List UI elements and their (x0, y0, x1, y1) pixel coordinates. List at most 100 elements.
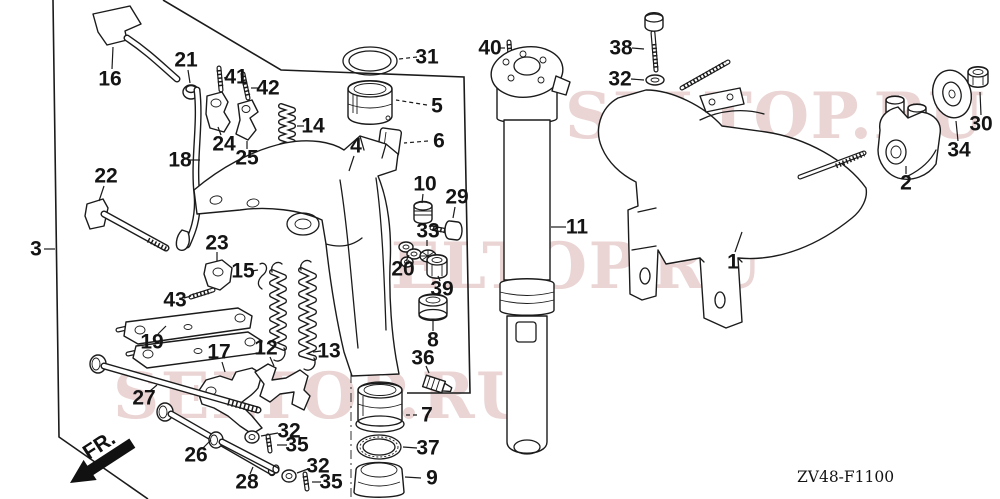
leader-line-29 (452, 206, 456, 219)
part-25-drawing (235, 99, 259, 141)
part-2-block-drawing (877, 95, 941, 180)
front-arrow-icon (70, 438, 136, 483)
part-42-drawing (240, 71, 251, 101)
leader-line-38 (631, 47, 645, 50)
leader-line-37 (402, 446, 418, 449)
part-label-39: 39 (430, 278, 453, 301)
part-13-springs-drawing (269, 259, 317, 371)
part-label-26: 26 (184, 444, 207, 467)
part-5-bushing-drawing (347, 80, 393, 125)
leader-line-24 (217, 126, 222, 136)
leader-line-13 (312, 350, 322, 353)
leader-line-12 (269, 356, 275, 367)
part-label-33: 33 (416, 220, 439, 243)
leader-line-16 (111, 46, 114, 70)
leader-line-32 (260, 432, 279, 437)
part-32-washer-a-drawing (244, 430, 260, 444)
part-label-34: 34 (947, 139, 971, 162)
leader-line-5 (395, 99, 428, 106)
part-label-35: 35 (319, 471, 343, 494)
part-30-nut-drawing (967, 66, 989, 88)
leader-line-41 (223, 76, 229, 79)
part-label-28: 28 (235, 471, 259, 494)
part-27-bolt-drawing (89, 354, 262, 414)
leader-line-10 (421, 193, 424, 204)
part-4-swivel-case-drawing (193, 135, 400, 377)
part-35-pin-b-drawing (302, 471, 310, 492)
part-8-bushing-drawing (418, 293, 448, 322)
watermark-text: SELTOP.RU (113, 359, 533, 434)
part-label-18: 18 (168, 149, 192, 172)
part-label-23: 23 (205, 232, 228, 255)
part-label-32: 32 (277, 420, 300, 443)
part-label-35: 35 (285, 434, 309, 457)
part-label-7: 7 (421, 404, 433, 427)
part-38-bolt-drawing (644, 12, 664, 73)
part-11-tube-drawing (490, 46, 571, 455)
part-label-25: 25 (235, 147, 259, 170)
leader-line-30 (979, 91, 982, 116)
part-label-43: 43 (163, 289, 186, 312)
leader-line-43 (183, 295, 192, 299)
part-label-40: 40 (478, 37, 501, 60)
part-label-6: 6 (433, 130, 445, 153)
leader-line-39 (437, 275, 441, 282)
part-label-10: 10 (413, 173, 436, 196)
part-label-19: 19 (140, 331, 163, 354)
leader-line-9 (404, 476, 422, 479)
part-label-21: 21 (174, 49, 198, 72)
leader-line-28 (249, 466, 254, 475)
part-label-38: 38 (609, 37, 633, 60)
part-16-drawing (92, 5, 181, 83)
part-label-17: 17 (207, 341, 230, 364)
part-label-36: 36 (411, 347, 434, 370)
part-31-oring-drawing (342, 46, 398, 76)
part-36-fitting-drawing (421, 374, 453, 394)
leader-line-4 (348, 155, 355, 172)
leader-line-31 (398, 56, 418, 60)
part-15-clip-drawing (257, 262, 268, 290)
leader-line-15 (251, 269, 259, 272)
part-label-11: 11 (566, 216, 589, 239)
part-12-bracket-drawing (254, 363, 311, 411)
part-label-4: 4 (350, 135, 362, 158)
part-19-linkage-drawing (115, 307, 263, 369)
part-label-3: 3 (30, 238, 42, 261)
part-7-bushing-drawing (355, 381, 405, 433)
part-label-31: 31 (415, 46, 439, 69)
part-37-ring-drawing (356, 434, 402, 460)
leader-line-17 (221, 361, 226, 373)
part-label-5: 5 (431, 95, 443, 118)
part-label-9: 9 (426, 467, 438, 490)
part-label-8: 8 (427, 329, 439, 352)
part-label-37: 37 (416, 437, 439, 460)
part-9-seal-drawing (353, 461, 405, 498)
part-label-20: 20 (391, 258, 414, 281)
leader-line-20 (405, 254, 410, 262)
part-label-2: 2 (900, 172, 912, 195)
part-32-washer-c-drawing (645, 74, 665, 86)
part-43-pin-drawing (188, 287, 216, 300)
part-10-drawing (413, 200, 433, 225)
leader-line-21 (187, 69, 191, 84)
part-24-drawing (205, 91, 231, 133)
part-label-29: 29 (445, 186, 468, 209)
part-22-pin-drawing (84, 198, 170, 253)
part-35-pin-a-drawing (265, 433, 273, 454)
leader-line-22 (98, 185, 105, 202)
part-label-42: 42 (256, 77, 279, 100)
part-label-14: 14 (301, 115, 325, 138)
part-label-32: 32 (306, 455, 329, 478)
part-label-27: 27 (132, 387, 155, 410)
leader-line-36 (425, 365, 430, 374)
part-32-washer-b-drawing (281, 469, 297, 483)
part-label-24: 24 (212, 133, 236, 156)
leader-line-6 (403, 140, 429, 144)
leader-line-32 (630, 78, 645, 81)
leader-line-32 (296, 468, 309, 474)
part-23-drawing (203, 259, 233, 291)
leader-line-26 (202, 439, 212, 449)
leader-line-19 (157, 325, 167, 335)
